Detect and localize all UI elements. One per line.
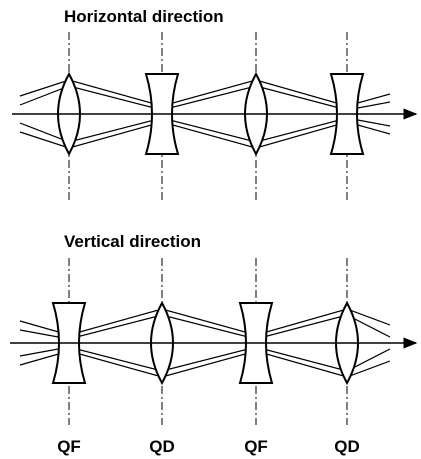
lens-label-qf-2: QF (244, 437, 268, 456)
lens-label-qd-2: QD (334, 437, 360, 456)
panel-title-horizontal: Horizontal direction (64, 7, 224, 26)
panel-title-vertical: Vertical direction (64, 232, 201, 251)
lens-label-qf-1: QF (57, 437, 81, 456)
lens-label-qd-1: QD (149, 437, 175, 456)
panel-horizontal (12, 32, 418, 200)
panel-vertical (10, 258, 418, 425)
